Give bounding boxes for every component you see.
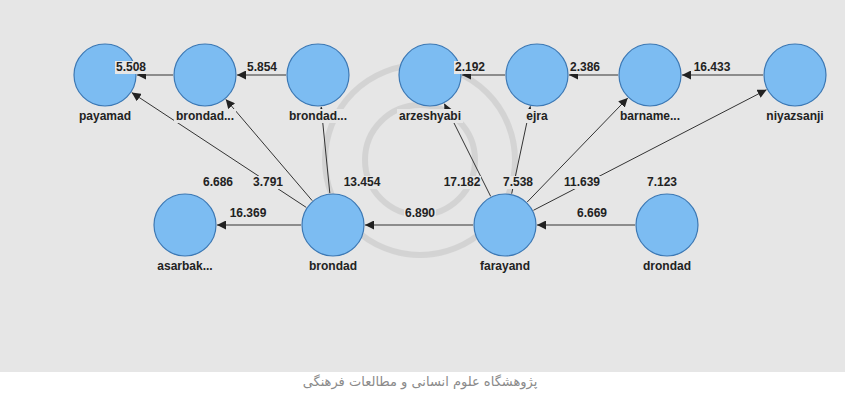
path-coefficient: 5.854 bbox=[246, 61, 278, 74]
arrow-connector bbox=[217, 225, 301, 226]
node-circle: payamad bbox=[72, 42, 138, 123]
node-label: brondad bbox=[307, 259, 359, 273]
path-coefficient: 3.791 bbox=[252, 176, 284, 189]
path-coefficient: 13.454 bbox=[343, 176, 382, 189]
arrow-connector bbox=[533, 90, 766, 211]
node-circle: brondad bbox=[300, 192, 366, 273]
circle-outline bbox=[474, 194, 536, 256]
node-circle: brondad... bbox=[285, 42, 351, 123]
arrow-connector bbox=[537, 225, 635, 226]
node-label: barname... bbox=[618, 109, 682, 123]
path-coefficient: 17.182 bbox=[443, 176, 482, 189]
grey-panel bbox=[0, 0, 845, 372]
node-label: farayand bbox=[478, 259, 532, 273]
circle-shape bbox=[300, 192, 366, 258]
node-circle: ejra bbox=[504, 42, 570, 123]
path-coefficient: 11.639 bbox=[563, 176, 601, 189]
circle-shape bbox=[504, 42, 570, 108]
node-label: payamad bbox=[77, 109, 133, 123]
circle-outline bbox=[619, 44, 681, 106]
circle-outline bbox=[636, 194, 698, 256]
circle-outline bbox=[154, 194, 216, 256]
circle-shape bbox=[172, 42, 238, 108]
arrow-connector bbox=[682, 75, 763, 76]
circle-outline bbox=[74, 44, 136, 106]
node-label: drondad bbox=[641, 259, 693, 273]
node-circle: asarbak... bbox=[152, 192, 218, 273]
arrow-connector bbox=[237, 75, 286, 76]
circle-outline bbox=[302, 194, 364, 256]
circle-shape bbox=[152, 192, 218, 258]
arrow-connector bbox=[137, 75, 173, 76]
circle-outline bbox=[174, 44, 236, 106]
node-circle: drondad bbox=[634, 192, 700, 273]
circle-shape bbox=[285, 42, 351, 108]
node-circle: arzeshyabi bbox=[397, 42, 463, 123]
circle-outline bbox=[399, 44, 461, 106]
watermark-text: پژوهشگاه علوم انسانی و مطالعات فرهنگی bbox=[303, 374, 538, 389]
node-circle: barname... bbox=[617, 42, 683, 123]
node-label: ejra bbox=[524, 109, 549, 123]
circle-shape bbox=[762, 42, 828, 108]
path-coefficient: 16.433 bbox=[693, 61, 732, 74]
path-coefficient: 6.669 bbox=[576, 207, 608, 220]
node-circle: farayand bbox=[472, 192, 538, 273]
path-coefficient: 5.508 bbox=[115, 61, 147, 74]
node-circle: brondad... bbox=[172, 42, 238, 123]
node-label: arzeshyabi bbox=[397, 109, 463, 123]
circle-outline bbox=[506, 44, 568, 106]
path-coefficient: 7.123 bbox=[646, 176, 678, 189]
node-circle: niyazsanji bbox=[762, 42, 828, 123]
path-coefficient: 7.538 bbox=[502, 176, 534, 189]
node-label: brondad... bbox=[174, 109, 236, 123]
path-coefficient: 2.192 bbox=[454, 61, 486, 74]
arrow-connector bbox=[365, 225, 473, 226]
path-coefficient: 16.369 bbox=[229, 207, 268, 220]
arrow-connector bbox=[462, 75, 505, 76]
circle-shape bbox=[617, 42, 683, 108]
circle-shape bbox=[472, 192, 538, 258]
circle-shape bbox=[72, 42, 138, 108]
path-coefficient: 2.386 bbox=[569, 61, 601, 74]
arrow-connector bbox=[569, 75, 618, 76]
path-coefficient: 6.686 bbox=[202, 176, 234, 189]
circle-outline bbox=[764, 44, 826, 106]
circle-outline bbox=[287, 44, 349, 106]
node-label: asarbak... bbox=[155, 259, 214, 273]
node-label: niyazsanji bbox=[764, 109, 825, 123]
circle-shape bbox=[397, 42, 463, 108]
circle-shape bbox=[634, 192, 700, 258]
arrow-connector bbox=[132, 93, 307, 208]
node-label: brondad... bbox=[287, 109, 349, 123]
path-coefficient: 6.890 bbox=[404, 207, 436, 220]
